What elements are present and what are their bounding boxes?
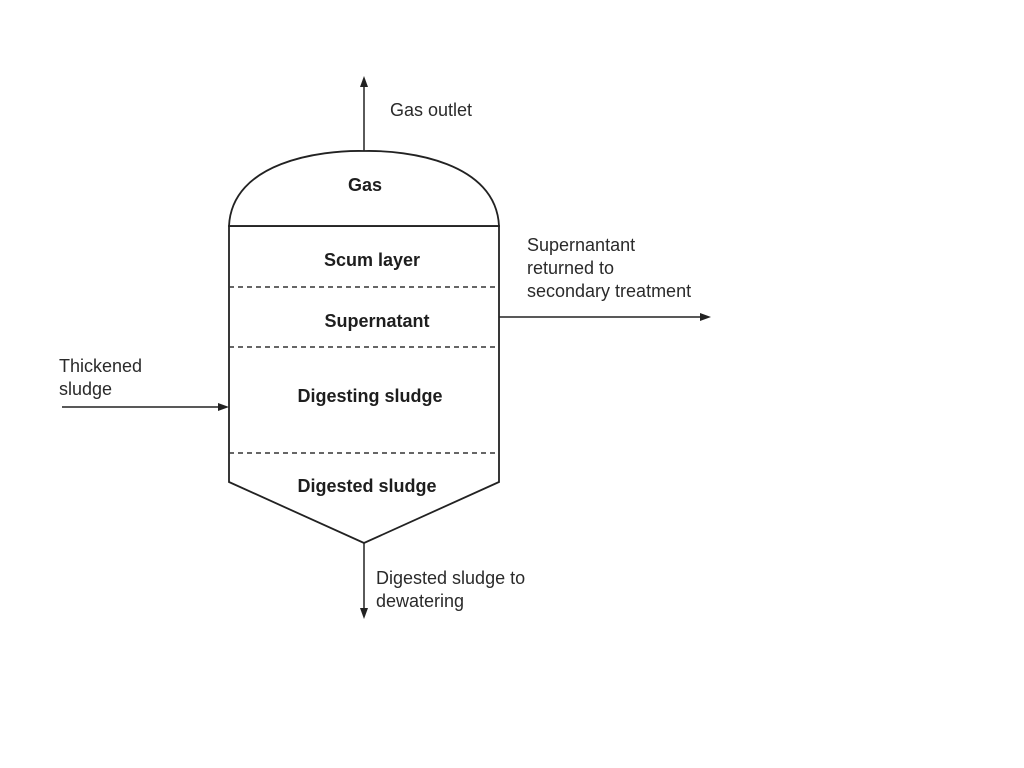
digested-outlet-arrow xyxy=(360,543,368,619)
zone-supernatant-label: Supernatant xyxy=(324,311,429,331)
gas-outlet-label: Gas outlet xyxy=(390,100,472,120)
gas-outlet-arrow xyxy=(360,76,368,151)
digested-outlet-label: Digested sludge to dewatering xyxy=(376,568,530,611)
zone-scum-label: Scum layer xyxy=(324,250,420,270)
zone-digested-label: Digested sludge xyxy=(297,476,436,496)
supernatant-return-arrow xyxy=(499,313,711,321)
supernatant-return-label: Supernantant returned to secondary treat… xyxy=(527,235,691,301)
zone-digesting-label: Digesting sludge xyxy=(297,386,442,406)
zone-gas-label: Gas xyxy=(348,175,382,195)
thickened-sludge-label: Thickened sludge xyxy=(59,356,147,399)
sludge-inlet-arrow xyxy=(62,403,229,411)
